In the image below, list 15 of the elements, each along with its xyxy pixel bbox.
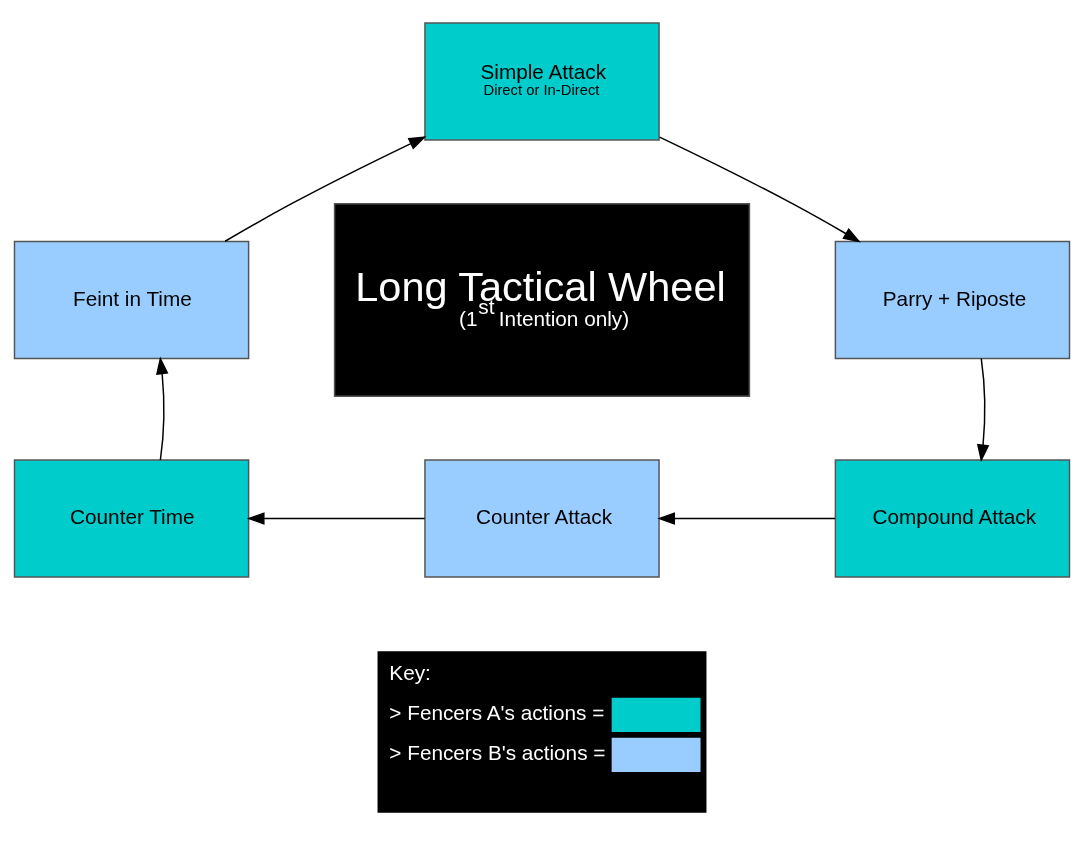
- legend-label: > Fencers B's actions =: [389, 740, 606, 764]
- arrow: [657, 511, 836, 525]
- arrow: [246, 511, 426, 525]
- arrow: [658, 135, 861, 242]
- label: Key:: [389, 660, 431, 684]
- arrow: [156, 356, 169, 461]
- node-box: Parry + Riposte: [834, 240, 1071, 359]
- node-box: Counter Time: [13, 458, 250, 578]
- arrow: [976, 357, 990, 462]
- legend-label: > Fencers A's actions =: [389, 700, 605, 724]
- arrow: [224, 135, 427, 242]
- node-box: Feint in Time: [13, 240, 250, 359]
- node-box: Compound Attack: [834, 458, 1071, 578]
- node-box: Counter Attack: [424, 458, 660, 578]
- node-box: Simple Attack Direct or In-Direct: [424, 21, 660, 141]
